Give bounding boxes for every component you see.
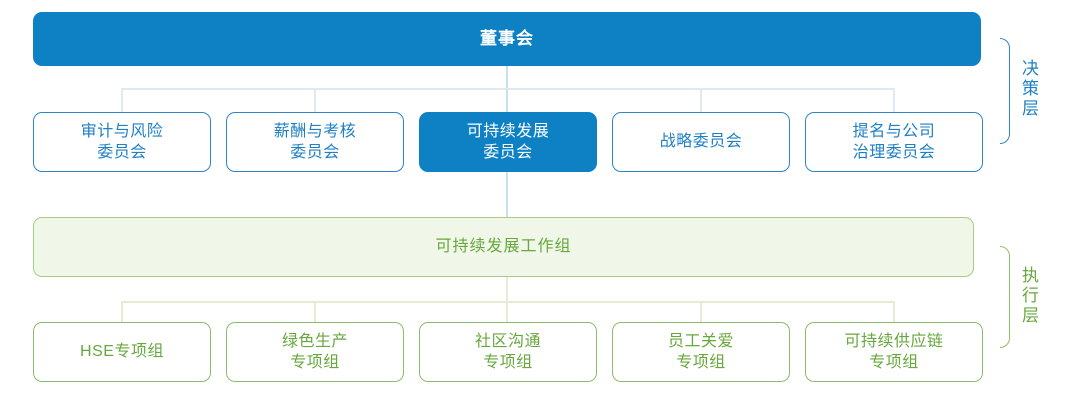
connector-workgroup-trunk — [506, 277, 508, 303]
connector-stub-task-4 — [700, 301, 702, 322]
label-execution-layer: 执行层 — [1019, 266, 1038, 326]
connector-stub-committee-4 — [700, 88, 702, 112]
bracket-execution-layer — [1000, 246, 1010, 348]
connector-taskgroups-horizontal — [121, 301, 895, 303]
node-committee-compensation-assessment: 薪酬与考核 委员会 — [226, 112, 404, 172]
connector-stub-task-3 — [506, 301, 508, 322]
node-task-hse: HSE专项组 — [33, 322, 211, 382]
connector-stub-committee-2 — [314, 88, 316, 112]
connector-stub-committee-5 — [893, 88, 895, 112]
node-committee-strategy: 战略委员会 — [612, 112, 790, 172]
connector-committees-horizontal — [121, 88, 895, 90]
node-committee-sustainability: 可持续发展 委员会 — [419, 112, 597, 172]
connector-stub-task-5 — [893, 301, 895, 322]
connector-committee-workgroup — [506, 172, 508, 217]
connector-stub-task-1 — [121, 301, 123, 322]
bracket-decision-layer — [1000, 38, 1010, 144]
node-board: 董事会 — [33, 12, 981, 66]
node-task-community-communication: 社区沟通 专项组 — [419, 322, 597, 382]
node-working-group: 可持续发展工作组 — [33, 217, 974, 277]
node-committee-audit-risk: 审计与风险 委员会 — [33, 112, 211, 172]
node-task-employee-care: 员工关爱 专项组 — [612, 322, 790, 382]
node-task-green-production: 绿色生产 专项组 — [226, 322, 404, 382]
node-committee-nomination-governance: 提名与公司 治理委员会 — [805, 112, 983, 172]
label-decision-layer: 决策层 — [1019, 59, 1038, 119]
node-task-sustainable-supply-chain: 可持续供应链 专项组 — [805, 322, 983, 382]
connector-stub-committee-1 — [121, 88, 123, 112]
connector-stub-task-2 — [314, 301, 316, 322]
